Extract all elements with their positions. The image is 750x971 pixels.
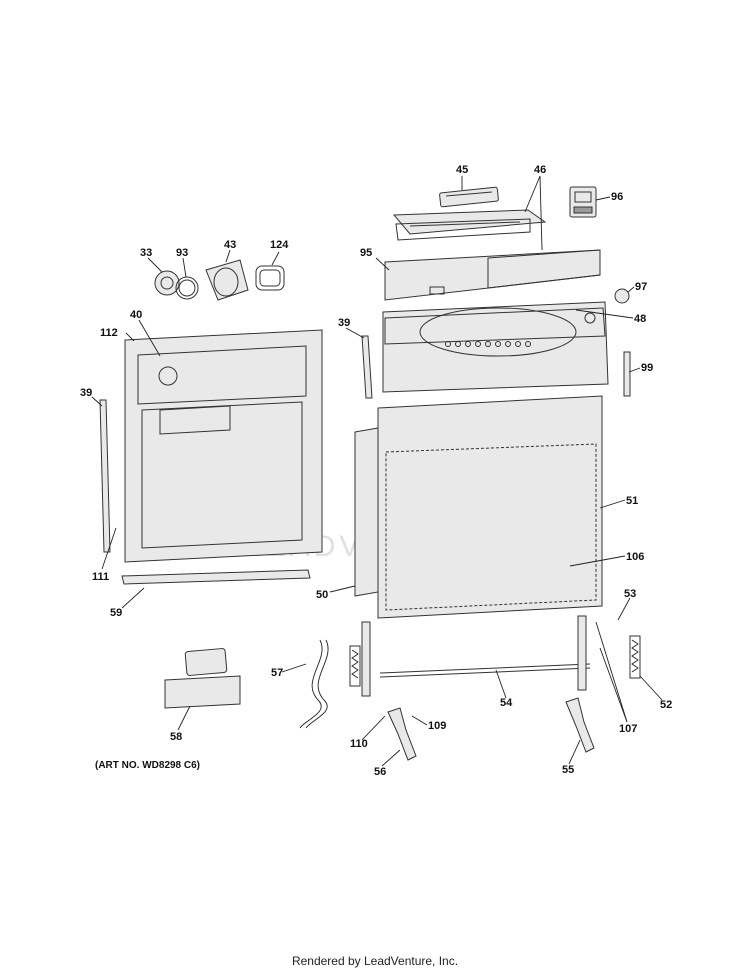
part-56-hinge-left[interactable] [387,707,417,761]
leader-lines [91,175,663,767]
callout-56[interactable]: 56 [374,766,386,778]
part-99-trim-strip[interactable] [623,351,631,397]
art-number-label: (ART NO. WD8298 C6) [95,760,201,771]
part-57-wire-harness[interactable] [299,639,329,729]
callout-58[interactable]: 58 [170,731,182,743]
part-54-hinge-rod[interactable] [361,615,591,697]
part-53-spring-left[interactable] [349,645,361,687]
callout-53[interactable]: 53 [624,588,636,600]
callout-99[interactable]: 99 [641,362,653,374]
part-39-side-trim-right[interactable] [361,335,373,399]
part-59-bottom-trim[interactable] [121,569,311,585]
callout-39-left[interactable]: 39 [80,387,92,399]
part-106-door-insert[interactable] [385,443,597,611]
callout-124[interactable]: 124 [270,239,289,251]
callout-93[interactable]: 93 [176,247,188,259]
callout-55[interactable]: 55 [562,764,574,776]
callout-52[interactable]: 52 [660,699,672,711]
part-96-control-module[interactable] [569,186,597,218]
callout-112[interactable]: 112 [100,327,118,339]
callout-110[interactable]: 110 [350,738,368,750]
callout-59[interactable]: 59 [110,607,122,619]
part-48-control-panel[interactable] [382,301,609,393]
part-50-side-panel[interactable] [354,427,379,597]
part-55-hinge-right[interactable] [565,697,595,753]
callout-39[interactable]: 39 [338,317,350,329]
callout-97[interactable]: 97 [635,281,647,293]
part-52-spring[interactable] [629,635,641,679]
part-97-knob[interactable] [614,288,630,304]
part-46-interface-board[interactable] [392,209,547,241]
callout-43[interactable]: 43 [224,239,236,251]
callout-50[interactable]: 50 [316,589,328,601]
callout-96[interactable]: 96 [611,191,623,203]
callout-labels: 45 46 96 33 93 43 124 95 97 112 40 39 48… [80,164,672,778]
part-45-control-board[interactable] [439,186,499,208]
callout-46[interactable]: 46 [534,164,546,176]
part-51-outer-door[interactable] [377,395,603,619]
part-124-seal[interactable] [255,265,285,291]
callout-107[interactable]: 107 [619,723,637,735]
part-43-dispenser[interactable] [205,259,249,301]
callout-54[interactable]: 54 [500,697,513,709]
callout-95[interactable]: 95 [360,247,372,259]
part-33-cap[interactable] [154,270,180,296]
callout-111[interactable]: 111 [92,571,109,583]
callout-33[interactable]: 33 [140,247,152,259]
callout-106[interactable]: 106 [626,551,644,563]
callout-40[interactable]: 40 [130,309,142,321]
callout-57[interactable]: 57 [271,667,283,679]
callout-48[interactable]: 48 [634,313,646,325]
part-95-control-bracket[interactable] [384,249,601,301]
callout-45[interactable]: 45 [456,164,468,176]
part-39-side-trim-left[interactable] [99,399,111,553]
part-93-gasket[interactable] [175,276,199,300]
callout-109[interactable]: 109 [428,720,446,732]
callout-51[interactable]: 51 [626,495,638,507]
footer-credit: Rendered by LeadVenture, Inc. [291,954,459,968]
part-58-latch[interactable] [164,648,241,709]
part-40-inner-door[interactable] [124,329,323,563]
